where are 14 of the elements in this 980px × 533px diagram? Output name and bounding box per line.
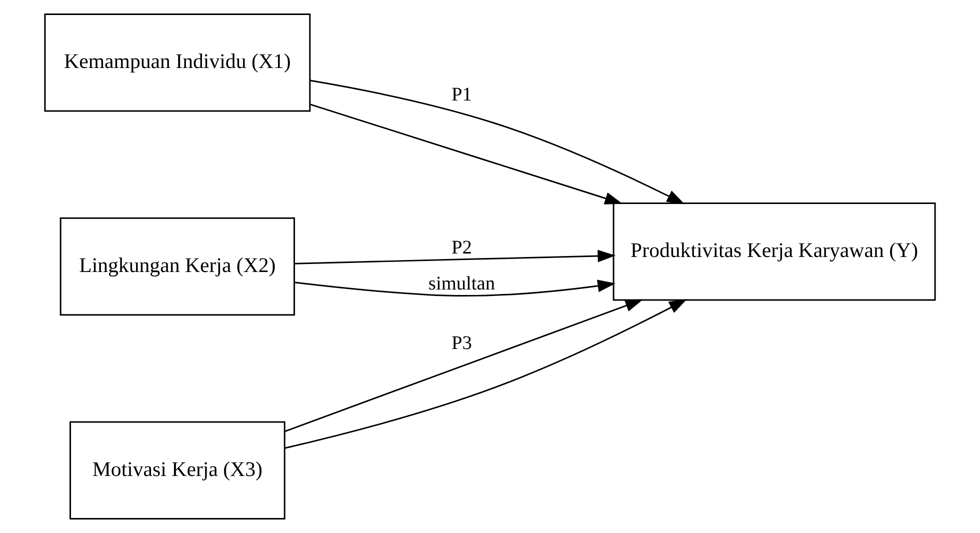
- edge-label: P2: [452, 238, 472, 259]
- node-box: Kemampuan Individu (X1): [44, 13, 311, 112]
- edge-label: P3: [452, 332, 472, 354]
- arrow: [284, 299, 687, 449]
- node-box: Produktivitas Kerja Karyawan (Y): [612, 202, 936, 301]
- node-box: Lingkungan Kerja (X2): [60, 217, 296, 316]
- arrow: [310, 104, 623, 204]
- edge-label: P1: [452, 84, 472, 106]
- arrow: [294, 250, 616, 264]
- arrow: [310, 80, 685, 204]
- arrow: [294, 280, 616, 296]
- arrow: [284, 299, 644, 432]
- node-box: Motivasi Kerja (X3): [70, 421, 286, 520]
- edge-label: simultan: [428, 273, 496, 294]
